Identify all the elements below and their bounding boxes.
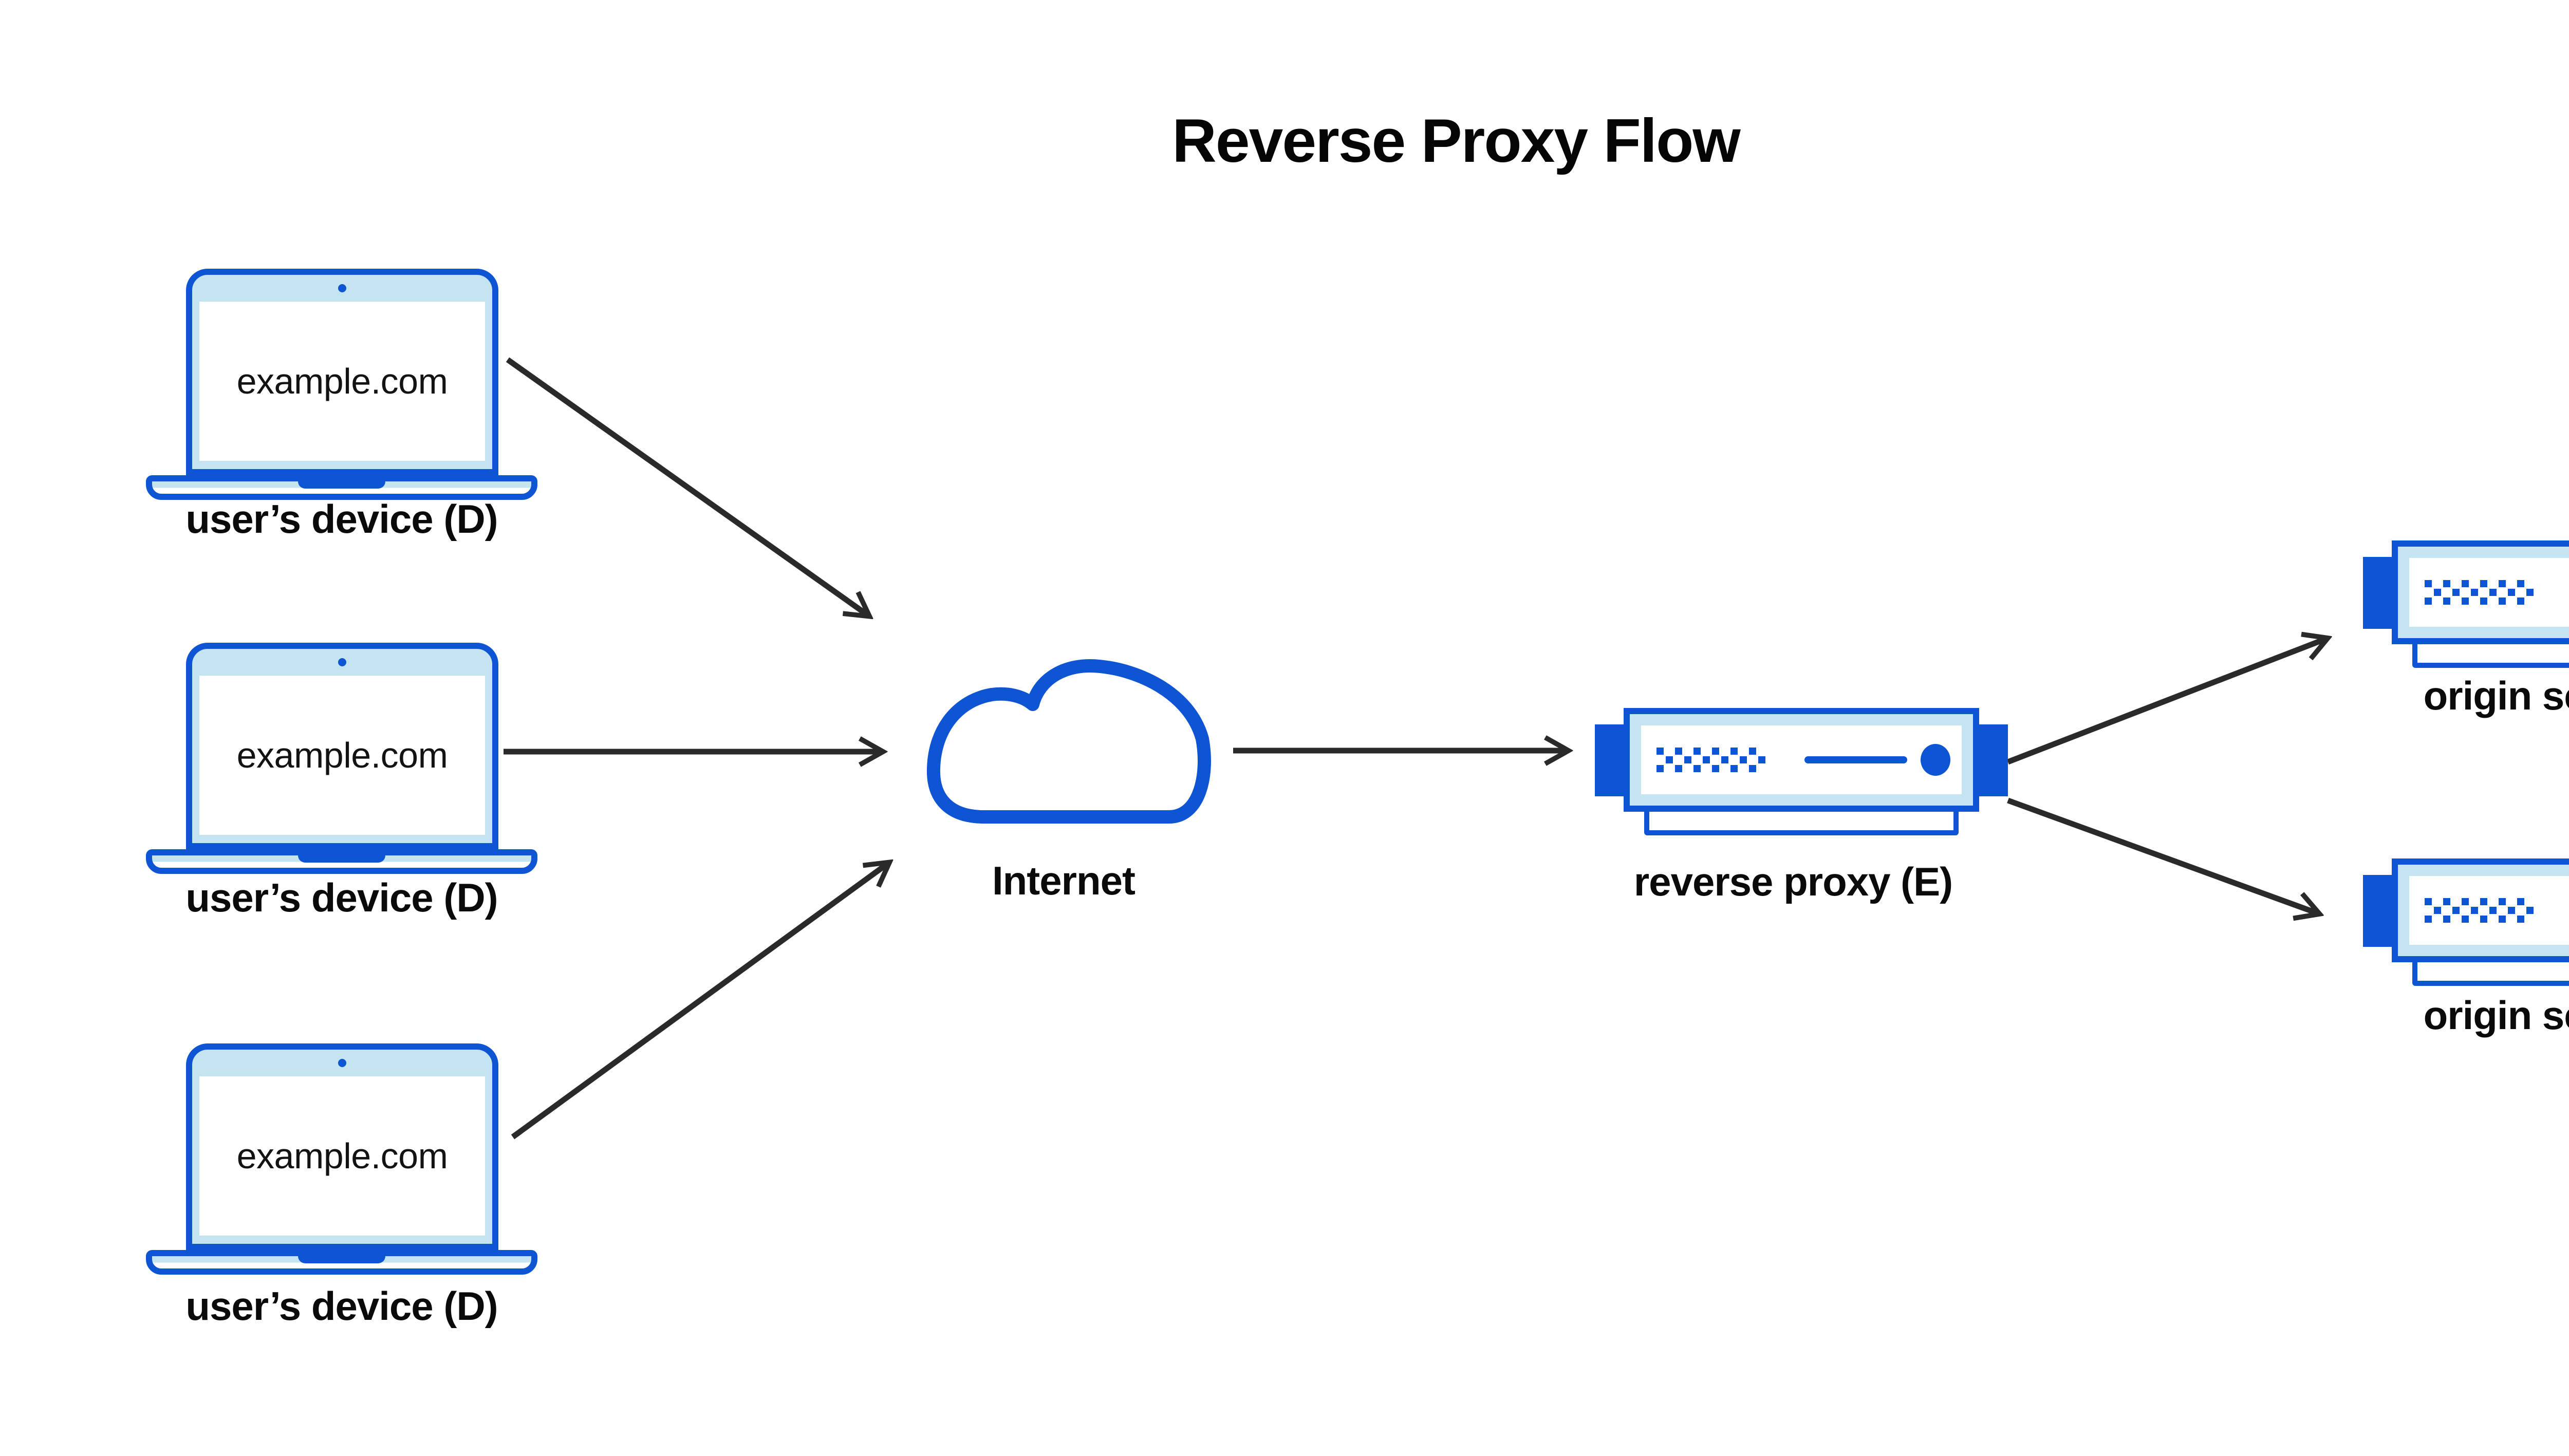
laptop-display: example.com (199, 676, 485, 835)
device-label: user’s device (D) (185, 1283, 498, 1329)
arrow-device1-to-internet (506, 357, 868, 615)
arrow-device3-to-internet (511, 863, 888, 1140)
laptop-icon: example.com (146, 643, 537, 874)
internet-label: Internet (992, 858, 1135, 903)
origin-server-label: origin server (F) (2423, 993, 2569, 1038)
server-mount-tab-icon (1978, 724, 2008, 796)
origin-server-label: origin server (F) (2423, 673, 2569, 718)
device-screen-text: example.com (236, 1136, 448, 1176)
laptop-base (146, 849, 537, 874)
laptop-screen: example.com (186, 1043, 498, 1250)
diagram-title: Reverse Proxy Flow (1172, 106, 1741, 175)
laptop-base (146, 475, 537, 500)
arrow-proxy-to-origin2 (2007, 797, 2318, 913)
server-vent-dots-icon (2425, 580, 2534, 605)
laptop-icon: example.com (146, 269, 537, 500)
reverse-proxy-label: reverse proxy (E) (1633, 859, 1953, 904)
device-label: user’s device (D) (185, 496, 498, 542)
arrow-proxy-to-origin1 (2007, 639, 2326, 765)
laptop-hinge-notch (298, 475, 385, 489)
laptop-display: example.com (199, 1076, 485, 1236)
camera-dot-icon (338, 1059, 346, 1067)
server-front-panel (2409, 876, 2569, 945)
origin-server-icon (2363, 540, 2569, 672)
laptop-display: example.com (199, 302, 485, 461)
server-mount-tab-icon (2363, 557, 2393, 629)
laptop-icon: example.com (146, 1043, 537, 1275)
server-body (2392, 540, 2569, 644)
reverse-proxy-server-icon (1595, 708, 2008, 839)
camera-dot-icon (338, 284, 346, 292)
server-front-panel (1641, 725, 1962, 794)
laptop-hinge-notch (298, 1250, 385, 1263)
laptop-screen: example.com (186, 269, 498, 475)
server-front-panel (2409, 558, 2569, 627)
camera-dot-icon (338, 658, 346, 666)
laptop-base (146, 1250, 537, 1275)
origin-server-icon (2363, 858, 2569, 990)
device-label: user’s device (D) (185, 875, 498, 920)
server-vent-dots-icon (1656, 748, 1765, 772)
laptop-hinge-notch (298, 849, 385, 863)
device-screen-text: example.com (236, 735, 448, 775)
server-vent-dots-icon (2425, 898, 2534, 923)
server-mount-tab-icon (1595, 724, 1625, 796)
server-body (2392, 858, 2569, 962)
device-screen-text: example.com (236, 361, 448, 401)
server-body (1624, 708, 1979, 812)
cloud-icon (926, 659, 1211, 824)
server-mount-tab-icon (2363, 875, 2393, 947)
server-slot-line (1804, 756, 1907, 763)
laptop-screen: example.com (186, 643, 498, 849)
server-led-icon (1921, 744, 1950, 776)
